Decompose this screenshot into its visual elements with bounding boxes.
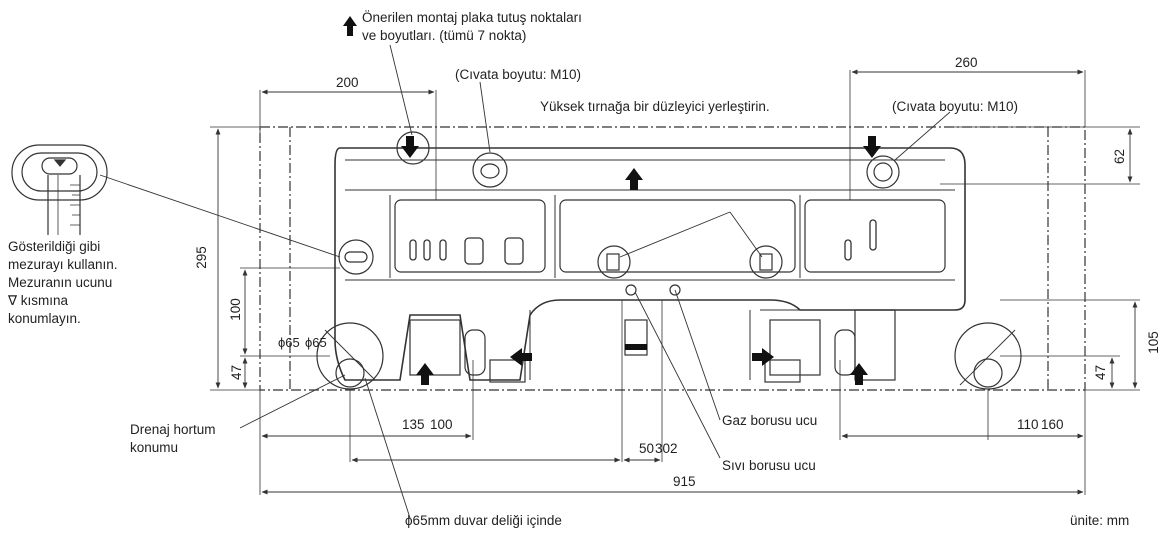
title-line1: Önerilen montaj plaka tutuş noktaları	[362, 10, 582, 25]
tape-note-1: Gösterildiği gibi	[8, 239, 101, 254]
wall-hole-label: ϕ65mm duvar deliği içinde	[405, 513, 562, 528]
dim-105: 105	[1145, 331, 1159, 354]
drain-label-1: Drenaj hortum	[130, 422, 216, 437]
arrow-down-icon	[401, 136, 419, 158]
dim-200: 200	[336, 75, 359, 90]
holding-point-arrows	[343, 16, 881, 385]
dim-302: 302	[655, 441, 678, 456]
arrow-up-icon	[625, 168, 643, 190]
dim-62: 62	[1112, 148, 1128, 165]
dim-260: 260	[955, 55, 978, 70]
dim-47-right: 47	[1093, 364, 1109, 381]
tape-note-4: ∇ kısmına	[8, 293, 69, 308]
bolt-size-right: (Cıvata boyutu: M10)	[892, 99, 1019, 114]
dim-phi65-b: ϕ65	[305, 335, 327, 350]
bolt-size-left: (Cıvata boyutu: M10)	[455, 67, 582, 82]
gas-pipe-label: Gaz borusu ucu	[722, 413, 818, 428]
tape-note-3: Mezuranın ucunu	[8, 275, 113, 290]
dim-47-left: 47	[229, 364, 245, 381]
title-line2: ve boyutları. (tümü 7 nokta)	[362, 28, 527, 43]
liquid-pipe-label: Sıvı borusu ucu	[722, 458, 816, 473]
tape-illustration	[11, 144, 108, 201]
dim-160: 160	[1041, 417, 1064, 432]
arrow-up-icon	[343, 16, 357, 36]
dim-110: 110	[1017, 417, 1039, 432]
dim-295: 295	[193, 246, 209, 269]
unit-outline	[259, 126, 1086, 391]
arrow-left-icon	[510, 348, 532, 366]
dim-50: 50	[639, 441, 655, 456]
arrow-up-icon	[416, 363, 434, 385]
tape-note-2: mezurayı kullanın.	[8, 257, 118, 272]
arrow-up-icon	[850, 363, 868, 385]
dim-915: 915	[673, 474, 696, 489]
arrow-down-icon	[863, 136, 881, 158]
dim-135: 135	[402, 417, 425, 432]
dim-100: 100	[227, 298, 243, 321]
leveler-note: Yüksek tırnağa bir düzleyici yerleştirin…	[540, 99, 770, 114]
dim-100-bottom: 100	[430, 417, 453, 432]
drain-label-2: konumu	[130, 440, 179, 455]
unit-label: ünite: mm	[1070, 513, 1130, 528]
tape-note-5: konumlayın.	[8, 311, 81, 326]
arrow-right-icon	[752, 348, 774, 366]
dim-phi65-a: ϕ65	[278, 335, 300, 350]
